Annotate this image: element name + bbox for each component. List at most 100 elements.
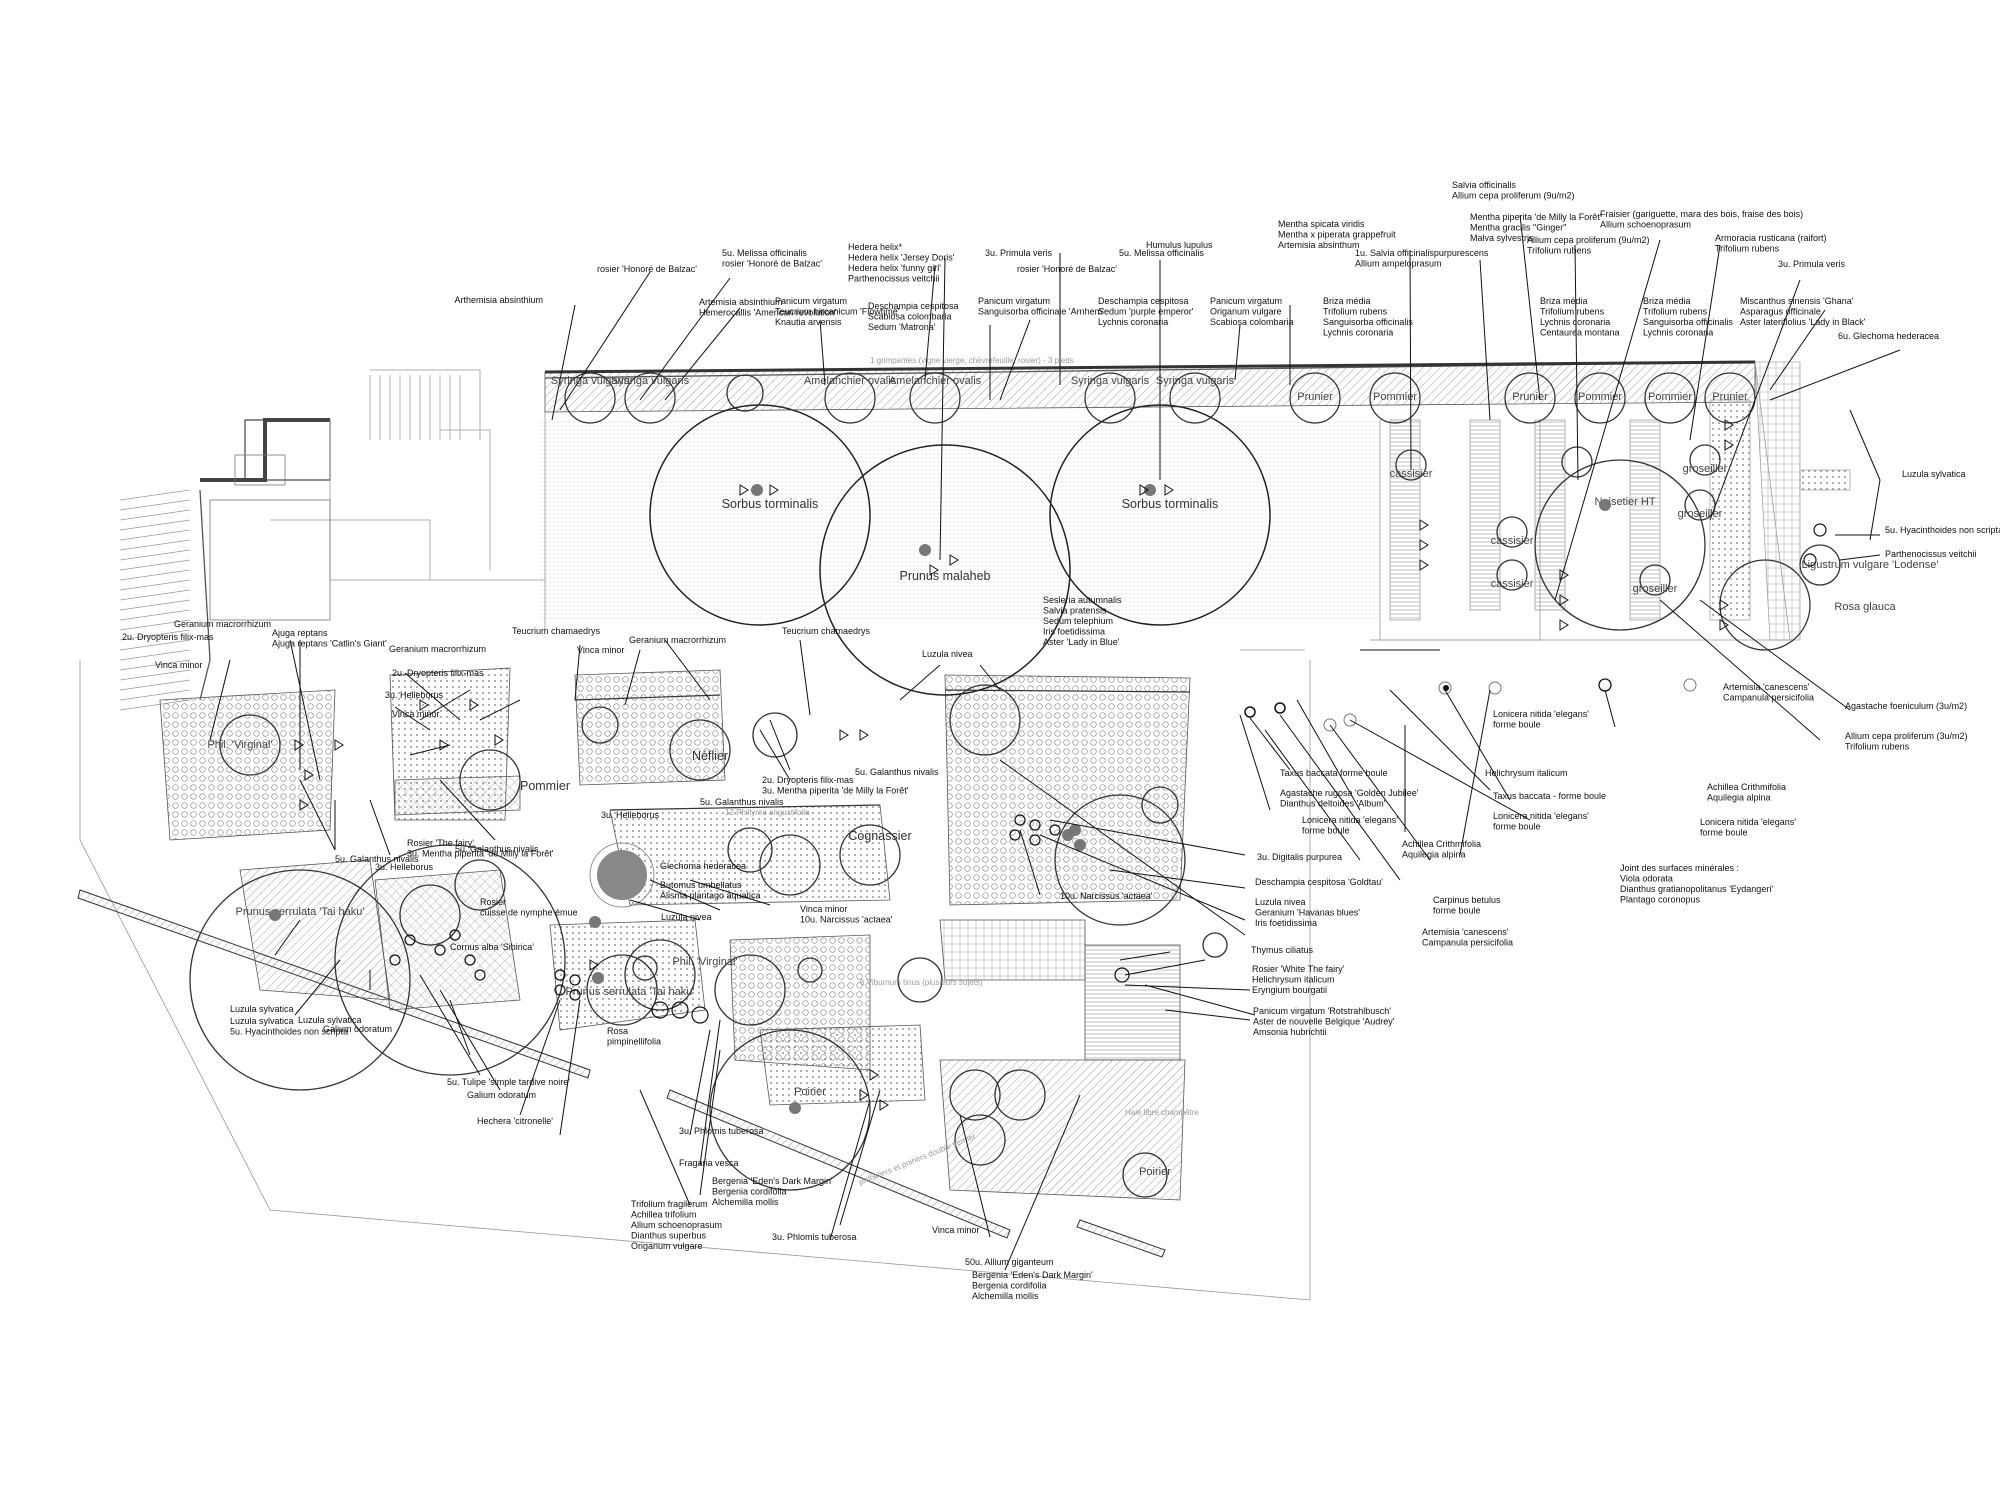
plant-label-line: Mentha piperita 'de Milly la Forêt' xyxy=(1470,212,1602,222)
plant-label-r6: Artemisia 'canescens'Campanula persicifo… xyxy=(1723,682,1814,703)
plant-label-line: Mentha gracilis "Ginger" xyxy=(1470,223,1566,233)
plant-label-line: Taxus baccata - forme boule xyxy=(1493,791,1606,801)
plant-label-line: Butomus umbellatus xyxy=(660,880,742,890)
plant-label-line: Glechoma hederacea xyxy=(660,861,746,871)
plant-label-line: Dianthus superbus xyxy=(631,1231,707,1241)
plant-label-line: Dianthus gratianopolitanus 'Eydangeri' xyxy=(1620,884,1773,894)
plant-label-line: Artemisia absinthium xyxy=(699,297,783,307)
plant-label-l17: 5u. Tulipe 'simple tardive noire' xyxy=(447,1077,570,1087)
syringa-label-3: Syringa vulgaris xyxy=(1071,375,1150,387)
plant-label-r16: Lonicera nitida 'elegans'forme boule xyxy=(1700,817,1796,838)
prunus-serrulata-label-1: Prunus serrulata 'Tai haku' xyxy=(236,906,365,918)
plant-label-line: Parthenocissus veitchii xyxy=(1885,549,1977,559)
plant-label-line: Salvia officinalis xyxy=(1452,180,1516,190)
plant-label-line: Rosa xyxy=(607,1026,628,1036)
plant-label-line: 3u. Helleborus xyxy=(385,690,444,700)
tree-canopies xyxy=(189,372,1841,1198)
plant-label-l5: Geranium macrorrhizum xyxy=(389,644,486,654)
plant-label-t26: Miscanthus sinensis 'Ghana'Asparagus off… xyxy=(1740,296,1866,327)
plant-label-l3: Vinca minor xyxy=(155,660,202,670)
plant-label-line: Mentha x piperata grappefruit xyxy=(1278,230,1396,240)
plant-label-line: Fragaria vesca xyxy=(679,1158,739,1168)
plant-label-line: Vinca minor xyxy=(155,660,202,670)
plant-label-t20: Allium cepa proliferum (9u/m2)Trifolium … xyxy=(1527,235,1650,256)
plant-label-line: Asparagus officinale xyxy=(1740,307,1821,317)
plant-label-line: 2u. Dryopteris filix-mas xyxy=(392,668,484,678)
plant-label-line: Dianthus deltoides 'Album' xyxy=(1280,799,1386,809)
plant-label-line: 6u. Glechoma hederacea xyxy=(1838,331,1939,341)
plant-label-line: Deschampia cespitosa xyxy=(1098,296,1189,306)
sorbus-label-1: Sorbus torminalis xyxy=(722,497,819,511)
plant-label-line: Cornus alba 'Sibirica' xyxy=(450,942,534,952)
plant-label-line: Luzula nivea xyxy=(1255,897,1306,907)
plant-label-line: 5u. Melissa officinalis xyxy=(722,248,807,258)
plant-label-line: Luzula nivea xyxy=(661,912,712,922)
plant-label-line: Lonicera nitida 'elegans' xyxy=(1493,709,1589,719)
plant-label-line: Bergenia cordifolia xyxy=(972,1281,1047,1291)
plant-label-m7: 3u. Digitalis purpurea xyxy=(1257,852,1342,862)
plant-label-line: Hedera helix 'Jersey Doris' xyxy=(848,253,955,263)
syringa-label-4: Syringa vulgaris xyxy=(1156,375,1235,387)
plant-label-line: Sanguisorba officinalis xyxy=(1643,317,1733,327)
plant-label-line: Trifolium rubens xyxy=(1845,742,1910,752)
plant-label-t8: 3u. Primula veris xyxy=(985,248,1053,258)
syringa-label-2: Syringa vulgaris xyxy=(611,375,690,387)
plant-label-line: Fraisier (gariguette, mara des bois, fra… xyxy=(1600,209,1803,219)
plant-label-line: Geranium 'Havanas blues' xyxy=(1255,908,1360,918)
plant-label-r5: Allium cepa proliferum (3u/m2)Trifolium … xyxy=(1845,731,1968,752)
plant-label-line: Joint des surfaces minérales : xyxy=(1620,863,1739,873)
plant-label-l1: Geranium macrorrhizum xyxy=(174,619,271,629)
pommier-label-2: Pommier xyxy=(1578,391,1622,403)
plant-label-line: Alisma plantago aquatica xyxy=(660,891,761,901)
plant-label-line: 3u. Primula veris xyxy=(985,248,1053,258)
plant-label-l6: 2u. Dryopteris filix-mas xyxy=(392,668,484,678)
plant-label-line: 3u. Mentha piperita 'de Milly la Forêt' xyxy=(407,849,554,859)
leader-lines xyxy=(209,214,1901,1271)
plant-label-t10: rosier 'Honoré de Balzac' xyxy=(1017,264,1117,274)
plant-label-line: Salvia pratensis xyxy=(1043,606,1107,616)
plant-label-t24: Armoracia rusticana (raifort)Trifolium r… xyxy=(1715,233,1827,254)
plant-label-line: Origanum vulgare xyxy=(631,1241,703,1251)
plant-label-b7: 50u. Allium giganteum xyxy=(965,1257,1054,1267)
plant-label-line: Allium schoenoprasum xyxy=(631,1220,722,1230)
plant-label-r7: Lonicera nitida 'elegans'forme boule xyxy=(1493,709,1589,730)
plant-label-line: 3u. Phlomis tuberosa xyxy=(772,1232,857,1242)
plant-label-m12: Rosier 'White The fairy'Helichrysum ital… xyxy=(1252,964,1345,995)
plant-label-line: Aquilegia alpina xyxy=(1707,793,1771,803)
plant-label-line: Panicum virgatum 'Rotstrahlbusch' xyxy=(1253,1006,1391,1016)
plant-label-line: forme boule xyxy=(1493,720,1541,730)
plant-label-line: 5u. Hyacinthoides non scripta xyxy=(1885,525,2000,535)
plant-label-b1: 3u. Phlomis tuberosa xyxy=(679,1126,764,1136)
plant-label-line: Sanguisorba officinalis xyxy=(1323,317,1413,327)
plant-label-t2: rosier 'Honoré de Balzac' xyxy=(597,264,697,274)
plant-label-line: 5u. Melissa officinalis xyxy=(1119,248,1204,258)
plant-label-m10: 10u. Narcissus 'actaea' xyxy=(1060,891,1153,901)
plant-label-l12: Rosier 'The fairy'3u. Mentha piperita 'd… xyxy=(407,838,554,859)
plant-label-line: Panicum virgatum xyxy=(1210,296,1282,306)
ligustrum-label: Ligustrum vulgare 'Lodense' xyxy=(1802,559,1939,571)
plant-label-line: Galium odoratum xyxy=(467,1090,536,1100)
plant-label-line: Hemerocallis 'American revolution' xyxy=(699,308,837,318)
plant-label-m3: Geranium macrorrhizum xyxy=(629,635,726,645)
amelanchier-label-1: Amelanchier ovalis xyxy=(804,375,897,387)
plant-label-line: Artemisia 'canescens' xyxy=(1422,927,1509,937)
plant-label-line: Briza média xyxy=(1323,296,1371,306)
plant-label-r19: Artemisia 'canescens'Campanula persicifo… xyxy=(1422,927,1513,948)
plant-label-line: 5u. Tulipe 'simple tardive noire' xyxy=(447,1077,570,1087)
plant-label-line: Trifolium rubens xyxy=(1643,307,1708,317)
groseiller-label-3: groseiller xyxy=(1633,583,1678,595)
syringa-label-1: Syringa vulgaris xyxy=(551,375,630,387)
plant-label-line: Teucrium chamaedrys xyxy=(782,626,871,636)
